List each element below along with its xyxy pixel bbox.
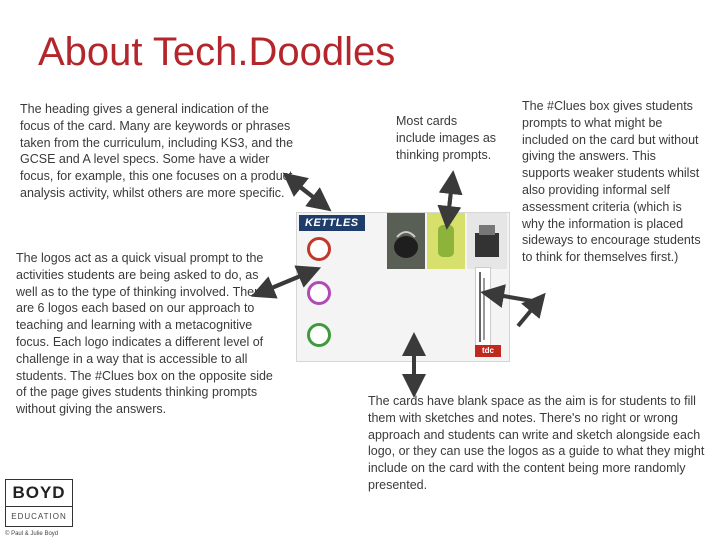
appliance-photo-icon: [467, 213, 507, 269]
blank-space-description: The cards have blank space as the aim is…: [368, 394, 705, 492]
arrow-from-logos: [250, 270, 311, 299]
page-title: About Tech.Doodles: [38, 30, 396, 74]
arrow-from-images: [438, 170, 463, 219]
logo-icon-green: [307, 323, 331, 347]
images-description: Most cards include images as thinking pr…: [396, 114, 497, 162]
brand-bottom-text: EDUCATION: [11, 512, 67, 521]
boyd-education-logo: BOYD EDUCATION: [5, 479, 73, 527]
brand-logo: tdc: [475, 345, 501, 357]
arrow-from-clues: [480, 284, 539, 308]
logos-description: The logos act as a quick visual prompt t…: [16, 251, 273, 417]
logo-icon-red: [307, 237, 331, 261]
arrow-to-clues: [516, 292, 546, 328]
kettle-photo-icon: [387, 213, 425, 269]
copyright-text: © Paul & Julie Boyd: [5, 531, 59, 537]
heading-description: The heading gives a general indication o…: [20, 102, 294, 200]
brand-top-text: BOYD: [6, 480, 72, 507]
arrow-from-heading: [282, 172, 324, 206]
clues-description: The #Clues box gives students prompts to…: [522, 99, 701, 265]
card-heading: KETTLES: [299, 215, 365, 231]
